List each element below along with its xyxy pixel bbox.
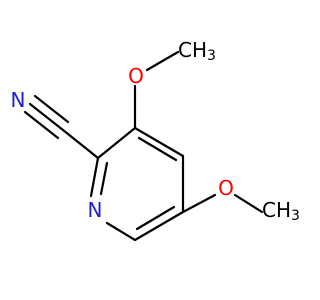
bond-c3-c4 [133,126,185,158]
bond-nitrile-triple-2 [33,94,70,124]
bond-n1-c2-double [99,161,109,196]
molecule-structure-diagram: N N O O CH3 CH3 [11,38,300,242]
methyl-bottom-subscript: 3 [291,208,300,224]
methoxy-top [133,50,180,130]
bond-c3-c4-double [137,136,178,162]
bond-c2-cnitrile [61,128,100,160]
atom-label-methyl-bottom: CH3 [262,198,300,224]
methyl-bottom-symbol: CH [262,198,291,222]
methyl-top-symbol: CH [178,38,207,62]
atom-label-o-bottom: O [218,176,234,200]
atom-label-nitrile-n: N [11,88,26,112]
atom-label-o-top: O [128,64,144,88]
bond-c6-n1 [105,221,137,242]
bond-c5-c6 [133,210,185,242]
pyridine-ring [89,126,185,242]
bond-nitrile-triple-1 [28,102,65,132]
bond-c2-c3 [96,126,137,160]
atom-label-ring-n: N [88,198,103,222]
bond-n1-c2 [89,156,100,198]
bond-c5-c6-double [135,205,176,231]
bond-o-top-ch3 [145,50,180,72]
atom-label-methyl-top: CH3 [178,38,216,64]
bond-c5-o-bottom [181,193,217,214]
nitrile-group [23,94,100,160]
methyl-top-subscript: 3 [207,48,216,64]
bond-o-bottom-ch3 [233,193,264,214]
methoxy-bottom [181,193,264,214]
bond-nitrile-triple-3 [23,110,60,140]
